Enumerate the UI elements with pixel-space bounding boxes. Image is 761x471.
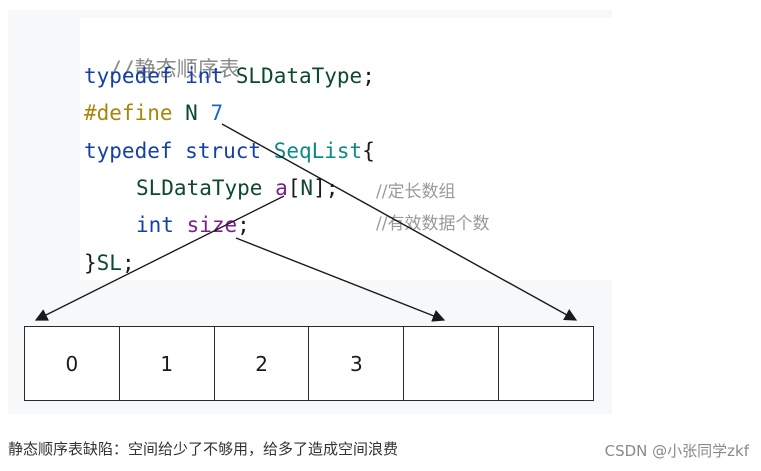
array-cell: 1	[120, 327, 215, 400]
array-close: ];	[313, 176, 339, 200]
define-value: 7	[210, 101, 224, 125]
array-cell	[404, 327, 500, 400]
code-line-comment: //静态顺序表	[84, 24, 239, 81]
open-brace: {	[362, 139, 375, 163]
watermark: CSDN @小张同学zkf	[604, 442, 749, 460]
code-line-size: int size;	[136, 210, 250, 240]
array-cells: 0 1 2 3	[24, 326, 594, 401]
array-cell: 2	[215, 327, 310, 400]
arrow-size-to-cell	[235, 237, 446, 322]
size-comment: //有效数据个数	[376, 214, 490, 234]
array-index: N	[300, 176, 314, 200]
arrow-array-to-start	[34, 195, 285, 321]
end-semicolon: ;	[121, 251, 135, 275]
array-comment: //定长数组	[376, 182, 456, 202]
code-block	[80, 18, 612, 280]
title-comment: //静态顺序表	[109, 57, 240, 81]
code-line-struct: typedef struct SeqList{	[84, 136, 375, 166]
size-semicolon: ;	[237, 213, 250, 237]
array-type: SLDataType	[136, 176, 263, 200]
size-member: size	[186, 213, 238, 237]
code-line-typedef: typedef int SLDataType;	[84, 61, 375, 91]
code-line-define: #define N 7	[84, 98, 223, 128]
code-line-array: SLDataType a[N];	[136, 173, 338, 203]
typedef-name: SLDataType	[235, 64, 363, 88]
array-cell: 3	[309, 327, 405, 400]
array-open: [	[287, 176, 301, 200]
struct-alias: SL	[96, 251, 122, 275]
arrow-n-to-end	[221, 123, 578, 321]
semicolon: ;	[362, 64, 375, 88]
array-member: a	[275, 176, 288, 200]
keyword-typedef: typedef	[84, 64, 173, 88]
struct-name: SeqList	[273, 139, 363, 163]
define-directive: #define	[84, 101, 173, 125]
keyword-typedef-2: typedef	[84, 139, 173, 163]
code-line-end: }SL;	[84, 248, 135, 278]
type-int: int	[185, 64, 224, 88]
close-brace: }	[84, 251, 97, 275]
size-type: int	[136, 213, 174, 237]
array-cell: 0	[25, 327, 120, 400]
keyword-struct: struct	[185, 139, 262, 163]
caption: 静态顺序表缺陷：空间给少了不够用，给多了造成空间浪费	[8, 440, 399, 458]
define-name: N	[185, 101, 198, 125]
